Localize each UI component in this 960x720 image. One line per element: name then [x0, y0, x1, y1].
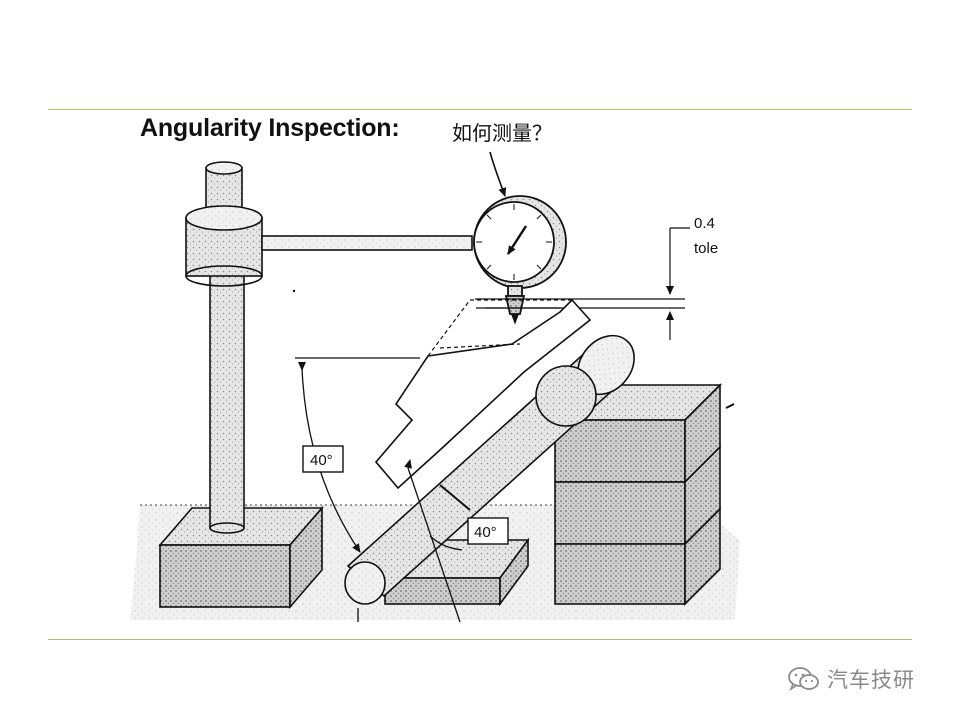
column-clamp — [185, 205, 263, 287]
stray-mark — [725, 403, 735, 409]
wechat-icon — [788, 667, 819, 692]
angularity-inspection-drawing: 0.4 tole 40° — [130, 151, 740, 623]
indicator-arm — [261, 235, 473, 251]
watermark-text: 汽车技研 — [827, 668, 915, 692]
dial-pointer-arrow — [489, 151, 507, 197]
gauge-block-stack — [553, 383, 722, 606]
angle-label-lower-box: 40° — [467, 517, 509, 545]
sine-bar-roller — [535, 365, 597, 427]
angle-label-left: 40° — [310, 452, 333, 469]
dial-indicator — [473, 195, 567, 325]
angle-label-lower: 40° — [474, 524, 497, 541]
slide-subtitle: 如何测量？ — [452, 121, 552, 145]
angle-label-left-box: 40° — [302, 445, 344, 473]
bottom-divider — [48, 639, 912, 640]
workpiece — [374, 298, 592, 490]
watermark: 汽车技研 — [787, 664, 915, 694]
stray-dot — [292, 289, 296, 293]
top-divider — [48, 109, 912, 110]
tolerance-value-label: 0.4 — [694, 215, 715, 232]
tolerance-text-label: tole — [694, 240, 718, 257]
slide-title: Angularity Inspection: — [140, 114, 400, 142]
angle-dimension-lower — [404, 459, 463, 623]
